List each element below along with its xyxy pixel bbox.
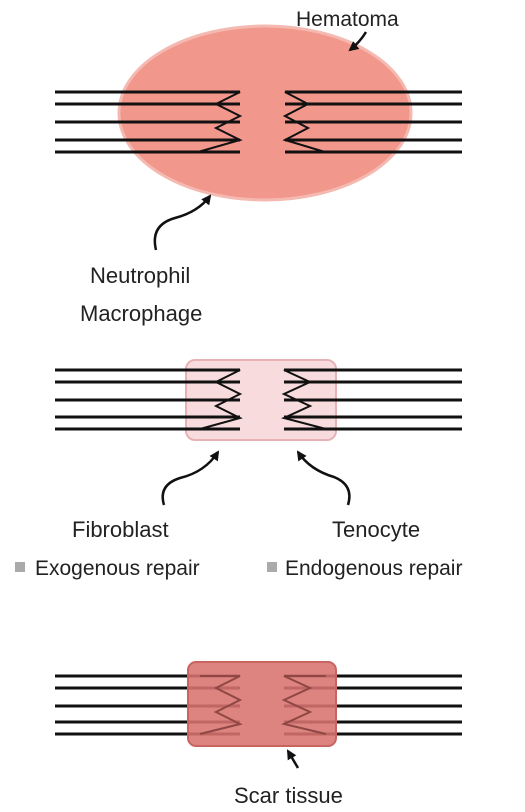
tenocyte-label: Tenocyte bbox=[332, 517, 420, 542]
cells-arrow-1 bbox=[155, 196, 210, 250]
exogenous-bullet bbox=[15, 562, 25, 572]
hematoma-ellipse bbox=[119, 26, 411, 200]
stage-2-proliferation: Fibroblast Tenocyte Exogenous repair End… bbox=[15, 360, 462, 580]
tenocyte-arrow bbox=[298, 452, 349, 505]
macrophage-label: Macrophage bbox=[80, 301, 202, 326]
exogenous-repair-label: Exogenous repair bbox=[35, 557, 200, 580]
stage-1-inflammation: Hematoma Neutrophil Macrophage bbox=[55, 8, 462, 326]
hematoma-label: Hematoma bbox=[296, 8, 399, 31]
scar-tissue-label: Scar tissue bbox=[234, 783, 343, 808]
fibroblast-label: Fibroblast bbox=[72, 517, 169, 542]
fibroblast-arrow bbox=[163, 452, 218, 505]
neutrophil-label: Neutrophil bbox=[90, 263, 190, 288]
endogenous-repair-label: Endogenous repair bbox=[285, 557, 462, 580]
scar-arrow bbox=[288, 751, 298, 768]
endogenous-bullet bbox=[267, 562, 277, 572]
scar-tissue-rect bbox=[188, 662, 336, 746]
stage-3-remodeling: Scar tissue bbox=[55, 662, 462, 808]
